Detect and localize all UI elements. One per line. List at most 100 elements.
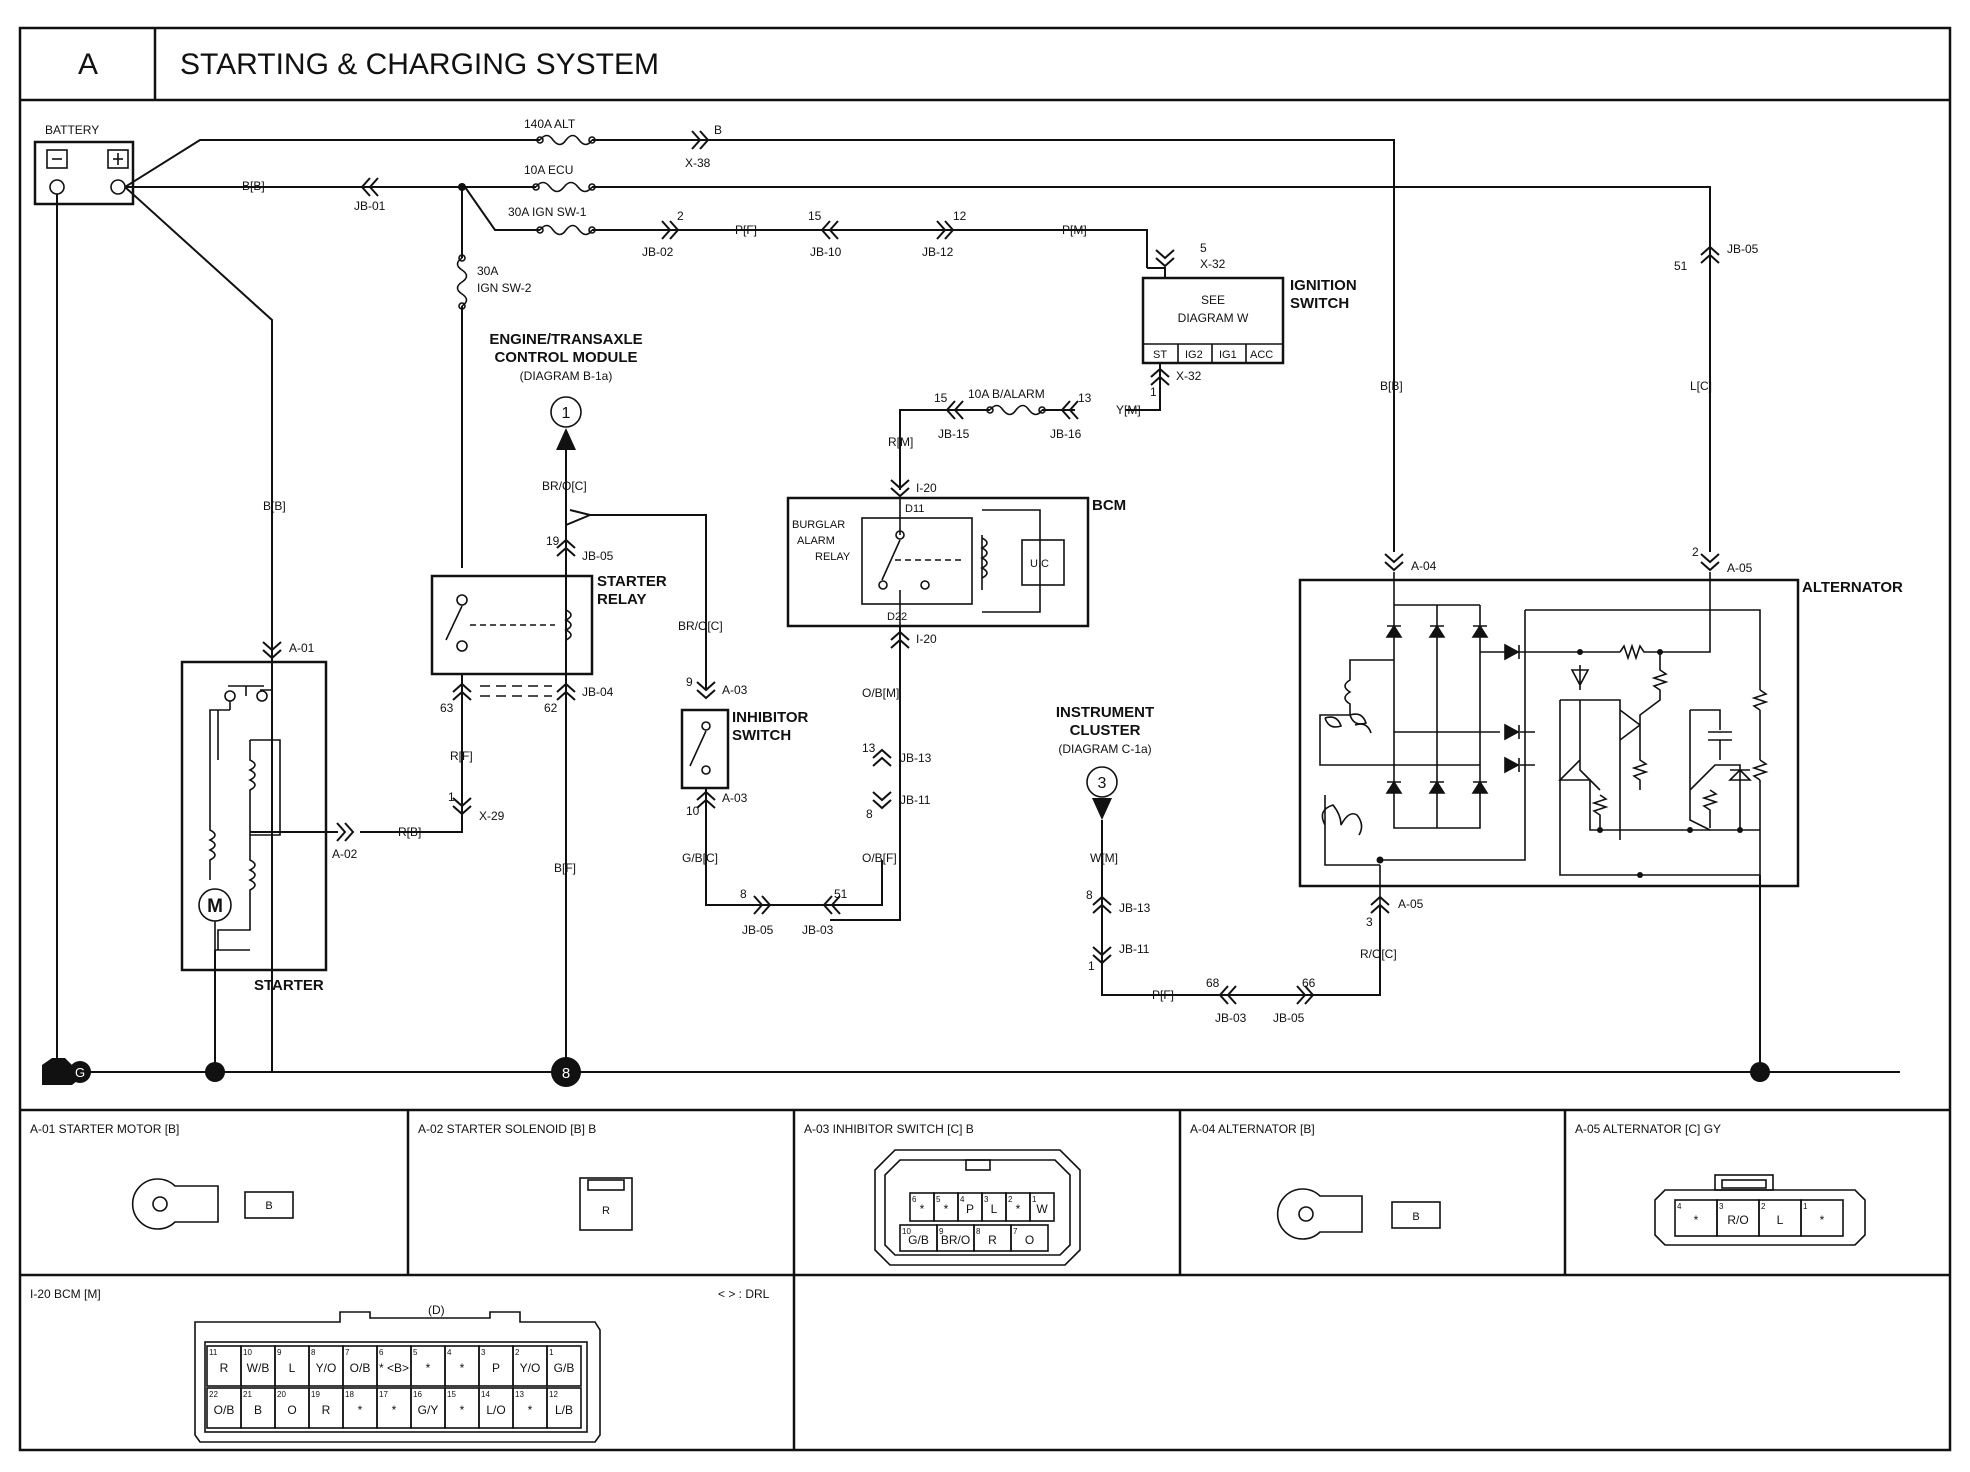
pin-number: 19: [311, 1390, 320, 1399]
svg-text:R/O[C]: R/O[C]: [1360, 947, 1397, 961]
pin-wire: *: [944, 1202, 949, 1216]
wire-rf-rb: [360, 674, 463, 833]
svg-text:SWITCH: SWITCH: [732, 727, 791, 744]
battery-wiring: [56, 139, 1711, 1072]
pin-cell: [1010, 1224, 1049, 1252]
svg-text:O/B[M]: O/B[M]: [862, 686, 899, 700]
pin-number: 5: [936, 1195, 941, 1204]
wire-ym-run: [1125, 363, 1161, 411]
splice: [458, 183, 466, 191]
svg-text:A-05: A-05: [1727, 561, 1753, 575]
svg-text:P[F]: P[F]: [735, 223, 757, 237]
svg-text:JB-05: JB-05: [1727, 242, 1759, 256]
pin-number: 3: [481, 1348, 486, 1357]
svg-text:ST: ST: [1153, 349, 1167, 361]
pin-wire: *: [1694, 1213, 1699, 1227]
svg-text:B[F]: B[F]: [554, 861, 576, 875]
svg-text:JB-13: JB-13: [1119, 901, 1151, 915]
svg-text:ENGINE/TRANSAXLE: ENGINE/TRANSAXLE: [489, 331, 642, 348]
pin-number: 17: [379, 1390, 388, 1399]
pin-wire: L: [289, 1361, 296, 1375]
pin-wire: P: [966, 1202, 974, 1216]
svg-text:X-32: X-32: [1200, 257, 1226, 271]
pin-wire: O/B: [214, 1403, 235, 1417]
connector-a02: [336, 822, 354, 842]
svg-text:2: 2: [677, 209, 684, 223]
svg-text:JB-05: JB-05: [1273, 1011, 1305, 1025]
pin-wire: G/B: [908, 1233, 929, 1247]
pin-wire: *: [358, 1403, 363, 1417]
svg-text:G: G: [75, 1065, 85, 1080]
pin-wire: *: [392, 1403, 397, 1417]
pin-wire: R/O: [1727, 1213, 1748, 1227]
svg-text:U.C: U.C: [1030, 558, 1049, 570]
pin-number: 8: [311, 1348, 316, 1357]
svg-text:P[M]: P[M]: [1062, 223, 1087, 237]
svg-text:R[F]: R[F]: [450, 749, 473, 763]
pin-number: 6: [912, 1195, 917, 1204]
svg-text:A-02: A-02: [332, 847, 358, 861]
pin-number: 2: [1008, 1195, 1013, 1204]
pin-number: 18: [345, 1390, 354, 1399]
pin-number: 3: [984, 1195, 989, 1204]
svg-text:68: 68: [1206, 976, 1220, 990]
svg-text:13: 13: [1078, 391, 1092, 405]
pin-wire: * <B>: [379, 1361, 409, 1375]
pin-wire: *: [920, 1202, 925, 1216]
pin-number: 16: [413, 1390, 422, 1399]
pin-number: 1: [1032, 1195, 1037, 1204]
wire-bb1: B[B]: [242, 179, 265, 193]
section-letter: A: [78, 48, 98, 81]
bcm: BCM D11 D22 BURGLAR ALARM RELAY U.C: [786, 496, 1126, 628]
svg-text:JB-13: JB-13: [900, 751, 932, 765]
ecm-reference: ENGINE/TRANSAXLE CONTROL MODULE (DIAGRAM…: [489, 331, 643, 450]
view-i20: I-20 BCM [M] < > : DRL (D) 11R10W/B9L8Y/…: [30, 1287, 770, 1443]
svg-text:A-04 ALTERNATOR [B]: A-04 ALTERNATOR [B]: [1190, 1122, 1315, 1136]
alternator: ALTERNATOR: [1298, 572, 1903, 905]
ground-bus: 8 G: [42, 1057, 1900, 1087]
svg-text:R: R: [602, 1205, 610, 1217]
svg-text:D22: D22: [887, 611, 907, 623]
pin-wire: L/O: [486, 1403, 505, 1417]
svg-text:15: 15: [934, 391, 948, 405]
view-a04: A-04 ALTERNATOR [B] B: [1190, 1122, 1441, 1240]
pin-number: 11: [209, 1348, 218, 1357]
pin-number: 1: [549, 1348, 554, 1357]
svg-text:L[C]: L[C]: [1690, 379, 1712, 393]
svg-text:(DIAGRAM B-1a): (DIAGRAM B-1a): [520, 369, 613, 383]
page-frame: [18, 26, 1952, 1452]
svg-text:63: 63: [440, 701, 454, 715]
svg-text:10A B/ALARM: 10A B/ALARM: [968, 387, 1045, 401]
svg-text:G/B[C]: G/B[C]: [682, 851, 718, 865]
pin-number: 9: [939, 1227, 944, 1236]
jb01-label: JB-01: [354, 199, 386, 213]
pin-wire: W/B: [247, 1361, 270, 1375]
pin-wire: *: [426, 1361, 431, 1375]
connector-jb13a: [872, 749, 892, 767]
pin-number: 22: [209, 1390, 218, 1399]
pin-number: 2: [1761, 1202, 1766, 1211]
svg-text:B: B: [1412, 1211, 1419, 1223]
pin-wire: O: [287, 1403, 296, 1417]
pin-wire: *: [460, 1361, 465, 1375]
pin-number: 3: [1719, 1202, 1724, 1211]
svg-text:IGN SW-2: IGN SW-2: [477, 281, 532, 295]
pin-number: 2: [515, 1348, 520, 1357]
pin-wire: *: [1016, 1202, 1021, 1216]
battery: BATTERY: [33, 123, 135, 206]
pin-wire: O/B: [350, 1361, 371, 1375]
svg-text:JB-12: JB-12: [922, 245, 954, 259]
svg-text:BR/O[C]: BR/O[C]: [542, 479, 587, 493]
svg-text:140A ALT: 140A ALT: [524, 117, 576, 131]
fuse-30a-ign-sw1: 30A IGN SW-1: [508, 205, 596, 236]
starter-relay: STARTER RELAY: [430, 573, 667, 676]
svg-text:M: M: [207, 896, 223, 917]
instrument-cluster-ref: INSTRUMENT CLUSTER (DIAGRAM C-1a) 3: [1056, 704, 1154, 820]
pin-wire: O: [1025, 1233, 1034, 1247]
svg-text:19: 19: [546, 534, 560, 548]
pin-number: 15: [447, 1390, 456, 1399]
pin-number: 20: [277, 1390, 286, 1399]
svg-text:STARTER: STARTER: [254, 977, 324, 994]
wire-obm-obf: [830, 626, 901, 921]
